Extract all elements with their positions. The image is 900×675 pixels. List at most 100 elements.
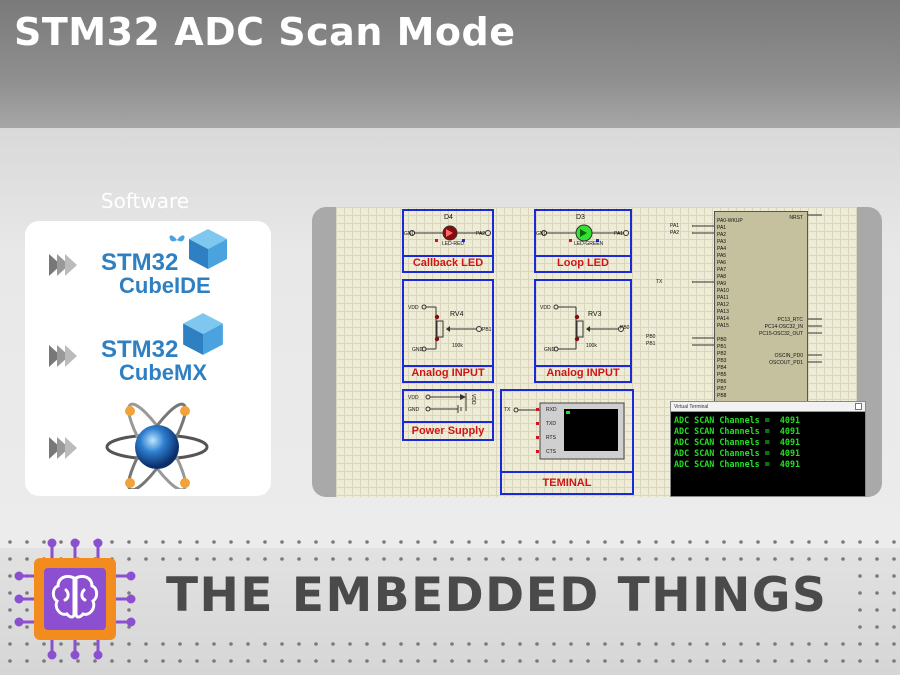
mcu-pin-label: PA4 [717, 246, 727, 252]
block-title: Analog INPUT [546, 367, 620, 379]
cube-icon [183, 313, 223, 355]
net-label: PB0 [646, 334, 656, 340]
logo-line1: STM32 [101, 336, 179, 363]
mcu-pin-label: PB6 [717, 379, 727, 385]
mcu-pin-label: PB0 [717, 337, 727, 343]
software-card: STM32 CubeIDE STM32 CubeMX [25, 221, 271, 496]
vdd-vertical-label: VDD [470, 394, 476, 405]
mcu-pin-label: PB1 [717, 344, 727, 350]
block-title: Loop LED [557, 257, 609, 269]
play-arrows-icon [49, 345, 77, 367]
pin-label: CTS [546, 449, 556, 455]
mcu-pin-label: PA1 [717, 225, 727, 231]
pin-label: TXD [546, 421, 556, 427]
block-title: Power Supply [411, 425, 485, 437]
battery-icon [425, 393, 467, 413]
net-label: PB0 [620, 325, 630, 331]
vdd-label: VDD [540, 305, 551, 311]
led-ref: D3 [576, 214, 585, 221]
mcu-pin-label: PA5 [717, 253, 727, 259]
mcu-pin-label: PA9 [717, 281, 727, 287]
mcu-pin-label: PB5 [717, 372, 727, 378]
pot-ref: RV3 [588, 311, 602, 318]
gnd-label: GND [404, 231, 416, 237]
gnd-label: GND [408, 407, 420, 413]
terminal-titlebar[interactable]: Virtual Terminal [671, 402, 865, 412]
net-label: PB1 [482, 327, 492, 333]
mcu-pin-label: PC15-OSC32_OUT [759, 331, 803, 337]
proteus-logo [105, 402, 209, 489]
part-label: LED-RED [442, 241, 464, 247]
terminal-line: ADC SCAN Channels = 4091 [674, 415, 801, 425]
mcu-pin-label: PA13 [717, 309, 729, 315]
mcu-pin-label: PA14 [717, 316, 729, 322]
net-label: PA2 [670, 230, 680, 236]
mcu-pin-label: PA3 [717, 239, 727, 245]
pin-label: RTS [546, 435, 556, 441]
pin-label: RXD [546, 407, 557, 413]
virtual-terminal-window[interactable]: Virtual Terminal ADC SCAN Channels = 409… [670, 401, 866, 497]
net-label: TX [656, 279, 663, 285]
vdd-label: VDD [408, 395, 419, 401]
mcu-pin-label: PB4 [717, 365, 727, 371]
software-label: Software [100, 189, 190, 213]
butterfly-icon [169, 235, 185, 242]
pot-value: 100k [452, 343, 463, 349]
led-ref: D4 [444, 214, 453, 221]
potentiometer-icon [421, 304, 482, 352]
logo-line1: STM32 [101, 249, 179, 276]
mcu-pin-label: PA11 [717, 295, 729, 301]
mcu-pin-label: PA7 [717, 267, 727, 273]
gnd-label: GND [412, 347, 424, 353]
terminal-output: ADC SCAN Channels = 4091 ADC SCAN Channe… [671, 412, 865, 470]
mcu-pin-label: PA12 [717, 302, 729, 308]
mcu-pin-label: PB2 [717, 351, 727, 357]
terminal-line: ADC SCAN Channels = 4091 [674, 437, 801, 447]
play-arrows-icon [49, 254, 77, 276]
power-supply-block: VDD GND VDD Power Supply [402, 389, 494, 441]
close-icon[interactable] [855, 403, 862, 410]
brain-chip-logo [14, 538, 136, 660]
mcu-pin-label: PA6 [717, 260, 727, 266]
block-title: Callback LED [412, 257, 484, 269]
gnd-label: GND [536, 231, 548, 237]
net-label: PA2 [476, 231, 486, 237]
analog-input-block-1: VDD GND RV4 100k PB1 Analog INPUT [402, 279, 494, 383]
logo-line2: CubeIDE [119, 273, 211, 298]
mcu-pin-label: PB7 [717, 386, 727, 392]
mcu-pin-label: PA2 [717, 232, 727, 238]
gnd-label: GND [544, 347, 556, 353]
mcu-pin-stubs [692, 214, 822, 363]
net-label: PB1 [646, 341, 656, 347]
analog-input-block-2: VDD GND RV3 100k PB0 Analog INPUT [534, 279, 632, 383]
proteus-schematic: D4 GND PA2 LED-RED Callback LED D3 [336, 207, 866, 497]
block-title: TEMINAL [542, 477, 592, 489]
mcu-pin-label: OSCIN_PD0 [774, 353, 803, 359]
led-green-icon [541, 224, 629, 242]
block-title: Analog INPUT [411, 367, 485, 379]
loop-led-block: D3 GND PA1 LED-GREEN Loop LED [534, 209, 632, 273]
mcu-pin-label: PA10 [717, 288, 729, 294]
mcu-pin-label: NRST [789, 215, 803, 221]
mcu-pin-label: PA15 [717, 323, 729, 329]
terminal-line: ADC SCAN Channels = 4091 [674, 426, 801, 436]
net-label: PA1 [670, 223, 680, 229]
mcu-pin-label: PC13_RTC [777, 317, 803, 323]
potentiometer-icon [553, 304, 624, 352]
callback-led-block: D4 GND PA2 LED-RED Callback LED [402, 209, 494, 273]
led-red-icon [409, 225, 491, 242]
page-title: STM32 ADC Scan Mode [14, 10, 516, 54]
virtual-terminal-device-icon [513, 402, 625, 460]
terminal-line: ADC SCAN Channels = 4091 [674, 448, 801, 458]
mcu-pin-label: PB3 [717, 358, 727, 364]
simulation-panel: D4 GND PA2 LED-RED Callback LED D3 [312, 207, 882, 497]
net-label: PA1 [614, 231, 624, 237]
mcu-pin-label: PB8 [717, 393, 727, 399]
header-band [0, 0, 900, 128]
brand-name: THE EMBEDDED THINGS [166, 568, 828, 623]
net-label: TX [504, 407, 511, 413]
terminal-title: Virtual Terminal [674, 404, 709, 410]
logo-line2: CubeMX [119, 360, 207, 385]
mcu-pin-label: OSCOUT_PD1 [769, 360, 803, 366]
